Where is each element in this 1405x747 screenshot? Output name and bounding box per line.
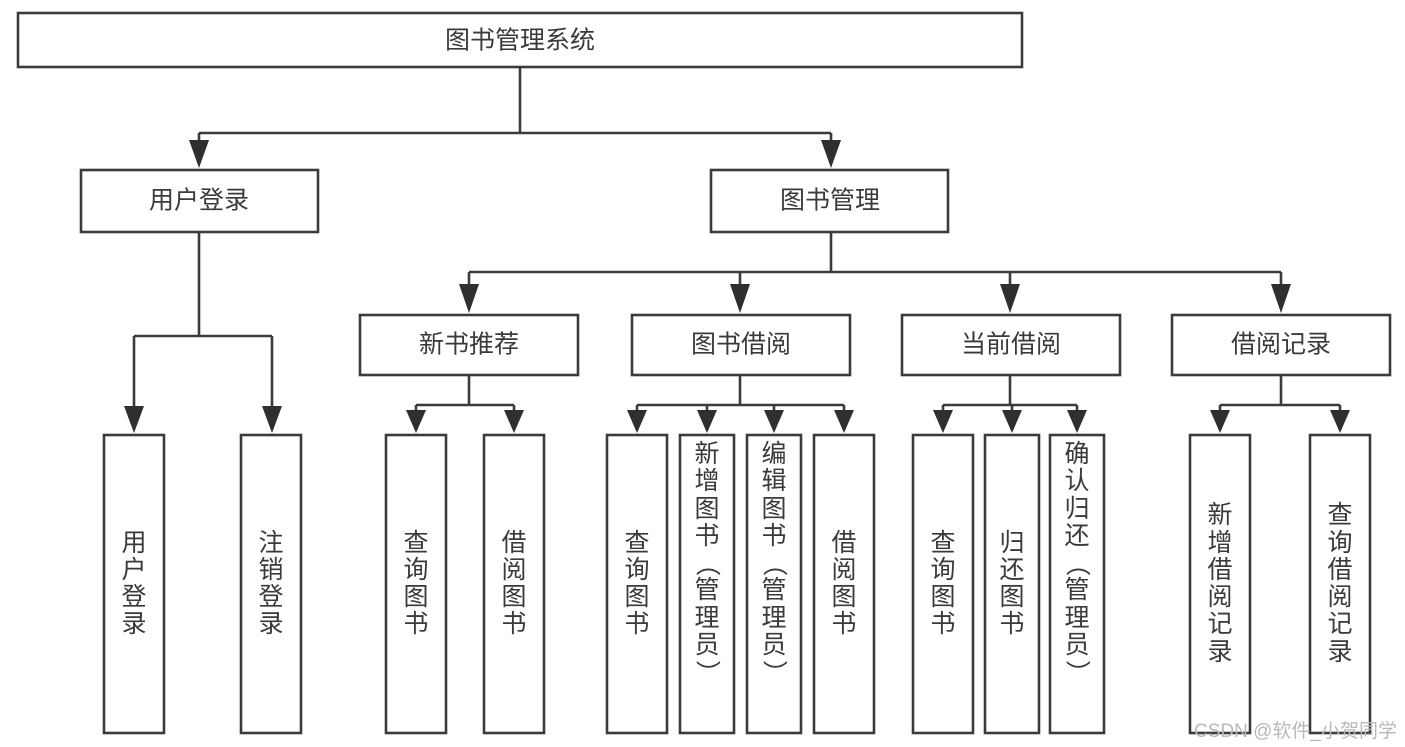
- node-user-login-label: 用户登录: [149, 187, 249, 215]
- node-book-borrow-rect[interactable]: [630, 313, 852, 377]
- arrow-head-login: [189, 140, 209, 168]
- leaf-rect-borrow-book-1[interactable]: [482, 433, 546, 735]
- arrow-head-bb-edit: [764, 410, 784, 433]
- node-book-management-rect[interactable]: [709, 168, 950, 234]
- connector-group-root: [189, 67, 841, 168]
- node-new-book-recommend[interactable]: 新书推荐: [358, 313, 580, 377]
- node-root-rect[interactable]: [16, 11, 1024, 69]
- arrow-head-cb-query: [933, 410, 953, 433]
- leaf-rect-user-login[interactable]: [102, 433, 166, 735]
- leaf-rect-query-book-2[interactable]: [605, 433, 669, 735]
- arrow-head-leaf-logout: [262, 406, 282, 433]
- arrow-head-cb-return: [1002, 410, 1022, 433]
- connector-group-book-borrow: [627, 375, 854, 433]
- arrow-head-book-borrow: [730, 284, 750, 313]
- connector-group-new-book: [406, 375, 524, 433]
- node-current-borrow-rect[interactable]: [900, 313, 1122, 377]
- node-new-book-recommend-label: 新书推荐: [419, 331, 519, 359]
- node-borrow-record-label: 借阅记录: [1231, 331, 1331, 359]
- arrow-head-bb-query: [627, 410, 647, 433]
- arrow-head-bb-add: [697, 410, 717, 433]
- arrow-head-new-book: [459, 284, 479, 313]
- leaf-rect-borrow-book-2[interactable]: [812, 433, 876, 735]
- leaf-boxes: [102, 433, 1372, 735]
- arrow-head-cb-confirm: [1067, 410, 1087, 433]
- arrow-head-bb-borrow: [834, 410, 854, 433]
- node-new-book-recommend-rect[interactable]: [358, 313, 580, 377]
- arrow-head-borrow-record: [1271, 284, 1291, 313]
- leaf-rect-query-book-1[interactable]: [384, 433, 448, 735]
- arrow-head-bookmgmt: [821, 140, 841, 168]
- node-book-management-label: 图书管理: [780, 187, 880, 215]
- node-current-borrow[interactable]: 当前借阅: [900, 313, 1122, 377]
- node-borrow-record[interactable]: 借阅记录: [1170, 313, 1392, 377]
- node-book-borrow[interactable]: 图书借阅: [630, 313, 852, 377]
- leaf-rect-add-borrow-record[interactable]: [1188, 433, 1252, 735]
- leaf-rect-return-book[interactable]: [983, 433, 1041, 735]
- leaf-rect-query-book-3[interactable]: [911, 433, 975, 735]
- arrow-head-newbook-query: [406, 410, 426, 433]
- node-root-label: 图书管理系统: [445, 27, 595, 55]
- node-root[interactable]: 图书管理系统: [16, 11, 1024, 69]
- node-book-management[interactable]: 图书管理: [709, 168, 950, 234]
- leaf-rect-confirm-return[interactable]: [1048, 433, 1106, 735]
- arrow-head-newbook-borrow: [504, 410, 524, 433]
- arrow-head-leaf-user-login: [124, 406, 144, 433]
- connector-group-borrow-record: [1210, 375, 1350, 433]
- connector-group-user-login: [124, 232, 282, 433]
- node-book-borrow-label: 图书借阅: [691, 331, 791, 359]
- node-borrow-record-rect[interactable]: [1170, 313, 1392, 377]
- node-user-login-rect[interactable]: [79, 168, 320, 234]
- node-current-borrow-label: 当前借阅: [961, 331, 1061, 359]
- leaf-rect-edit-book[interactable]: [745, 433, 803, 735]
- arrow-head-br-query: [1330, 410, 1350, 433]
- leaf-rect-logout[interactable]: [239, 433, 303, 735]
- node-user-login[interactable]: 用户登录: [79, 168, 320, 234]
- arrow-head-current-borrow: [1000, 284, 1020, 313]
- connector-group-current-borrow: [933, 375, 1087, 433]
- connector-group-book-management: [459, 232, 1291, 313]
- leaf-rect-add-book[interactable]: [678, 433, 736, 735]
- arrow-head-br-add: [1210, 410, 1230, 433]
- leaf-rect-query-borrow-record[interactable]: [1308, 433, 1372, 735]
